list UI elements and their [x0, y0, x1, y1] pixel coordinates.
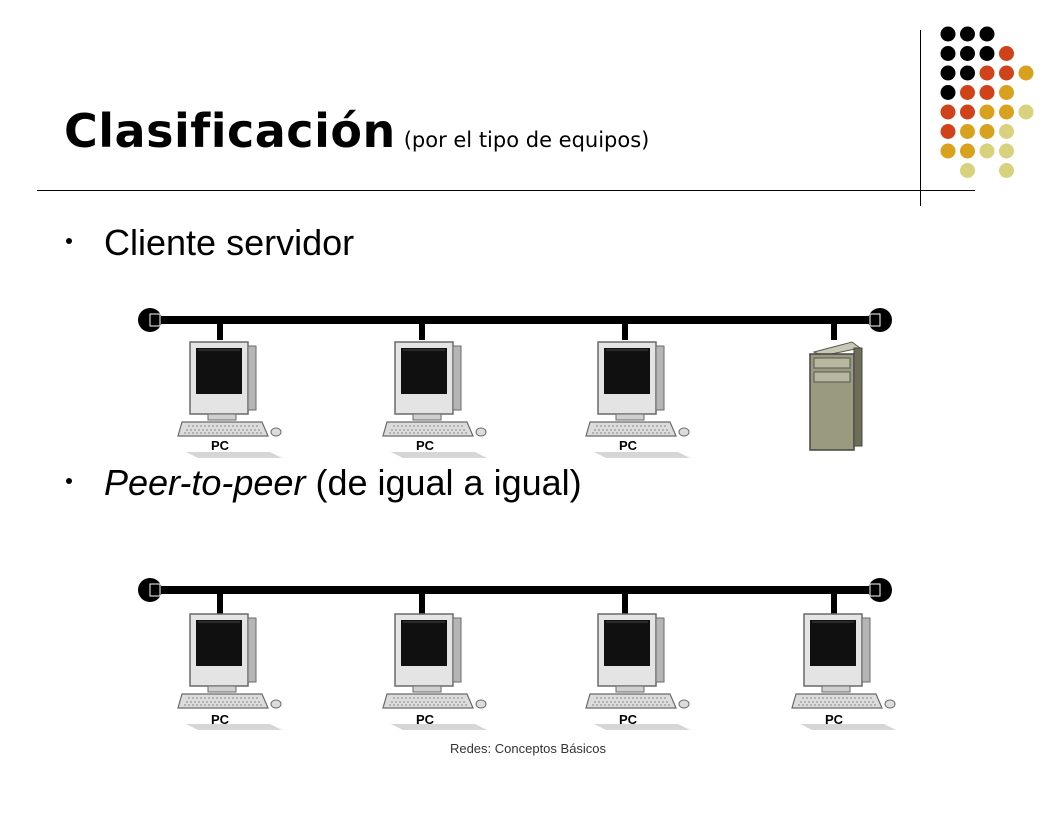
pc-icon [585, 613, 691, 731]
decor-dot [960, 124, 975, 139]
bullet-dot-icon [66, 478, 72, 484]
decor-dot [960, 46, 975, 61]
decor-dot [960, 85, 975, 100]
decor-vertical-line [920, 30, 921, 206]
decor-dot [940, 85, 956, 100]
pc-icon [791, 613, 897, 731]
decor-dot [979, 65, 995, 81]
pc-label: PC [211, 712, 230, 727]
pc-label: PC [825, 712, 844, 727]
decor-dot [940, 143, 956, 159]
decor-dot [940, 65, 956, 81]
decor-dot [960, 143, 975, 159]
pc-label: PC [416, 438, 435, 453]
decor-dot [979, 104, 995, 120]
bullet-client-server: Cliente servidor [66, 222, 355, 264]
bullet-text: (de igual a igual) [305, 462, 582, 503]
pc-icon [382, 341, 488, 459]
decor-dot [999, 124, 1014, 139]
title-divider [37, 190, 975, 191]
title-subtitle: (por el tipo de equipos) [403, 128, 650, 152]
decor-dot [999, 46, 1014, 61]
decor-dot [979, 26, 995, 42]
decor-dot [940, 46, 956, 61]
server-icon [809, 341, 863, 451]
slide-footer: Redes: Conceptos Básicos [449, 741, 607, 756]
pc-label: PC [211, 438, 230, 453]
bullet-dot-icon [66, 238, 72, 244]
decor-dot [999, 65, 1014, 81]
decor-dot [940, 104, 956, 120]
bus-terminator-icon [868, 578, 892, 602]
decor-dot [1018, 104, 1034, 120]
bullet-peer-to-peer: Peer-to-peer (de igual a igual) [66, 462, 582, 504]
pc-icon [177, 341, 283, 459]
peer-to-peer-diagram: PC PC PC PC [138, 578, 897, 731]
decor-dot [999, 163, 1014, 178]
decor-dot [999, 85, 1014, 100]
slide-title: Clasificación (por el tipo de equipos) [64, 104, 649, 158]
client-server-diagram: PC PC PC [138, 308, 892, 459]
decor-dot [940, 26, 956, 42]
decorative-dot-grid-icon [940, 26, 1034, 178]
decor-dot [960, 65, 975, 81]
bus-terminator-icon [138, 578, 162, 602]
decor-dot [1018, 65, 1034, 81]
pc-label: PC [619, 438, 638, 453]
pc-icon [382, 613, 488, 731]
decor-dot [940, 124, 956, 139]
pc-label: PC [416, 712, 435, 727]
decor-dot [999, 143, 1014, 159]
decor-dot [960, 104, 975, 120]
decor-dot [999, 104, 1014, 120]
decor-dot [960, 26, 975, 42]
decor-dot [979, 143, 995, 159]
bus-terminator-icon [868, 308, 892, 332]
pc-icon [177, 613, 283, 731]
decor-dot [960, 163, 975, 178]
decor-dot [979, 46, 995, 61]
decor-dot [979, 124, 995, 139]
title-main: Clasificación [64, 104, 396, 158]
bullet-text: Cliente servidor [104, 222, 355, 263]
bus-terminator-icon [138, 308, 162, 332]
decor-dot [979, 85, 995, 100]
pc-label: PC [619, 712, 638, 727]
bullet-text-italic: Peer-to-peer [104, 462, 306, 503]
pc-icon [585, 341, 691, 459]
